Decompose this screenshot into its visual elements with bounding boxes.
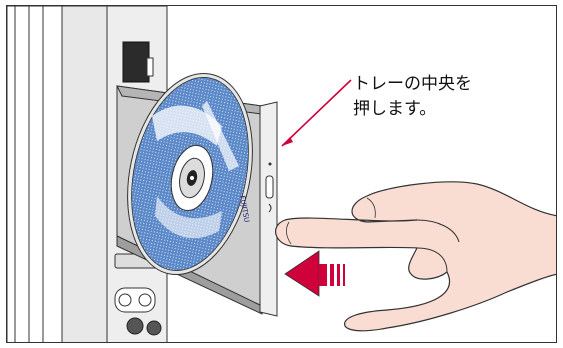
callout-text: トレーの中央を 押します。 [353,74,472,119]
pc-tower [7,6,168,342]
hand-icon [275,181,556,332]
callout-pointer-icon [281,79,352,147]
tray-front-panel [259,101,278,317]
cd-tray-illustration: FUJITSU [7,6,556,342]
push-arrow-icon [284,250,345,297]
cd-disc: FUJITSU [127,72,253,276]
illustration-frame: FUJITSU トレーの中 [6,5,557,343]
